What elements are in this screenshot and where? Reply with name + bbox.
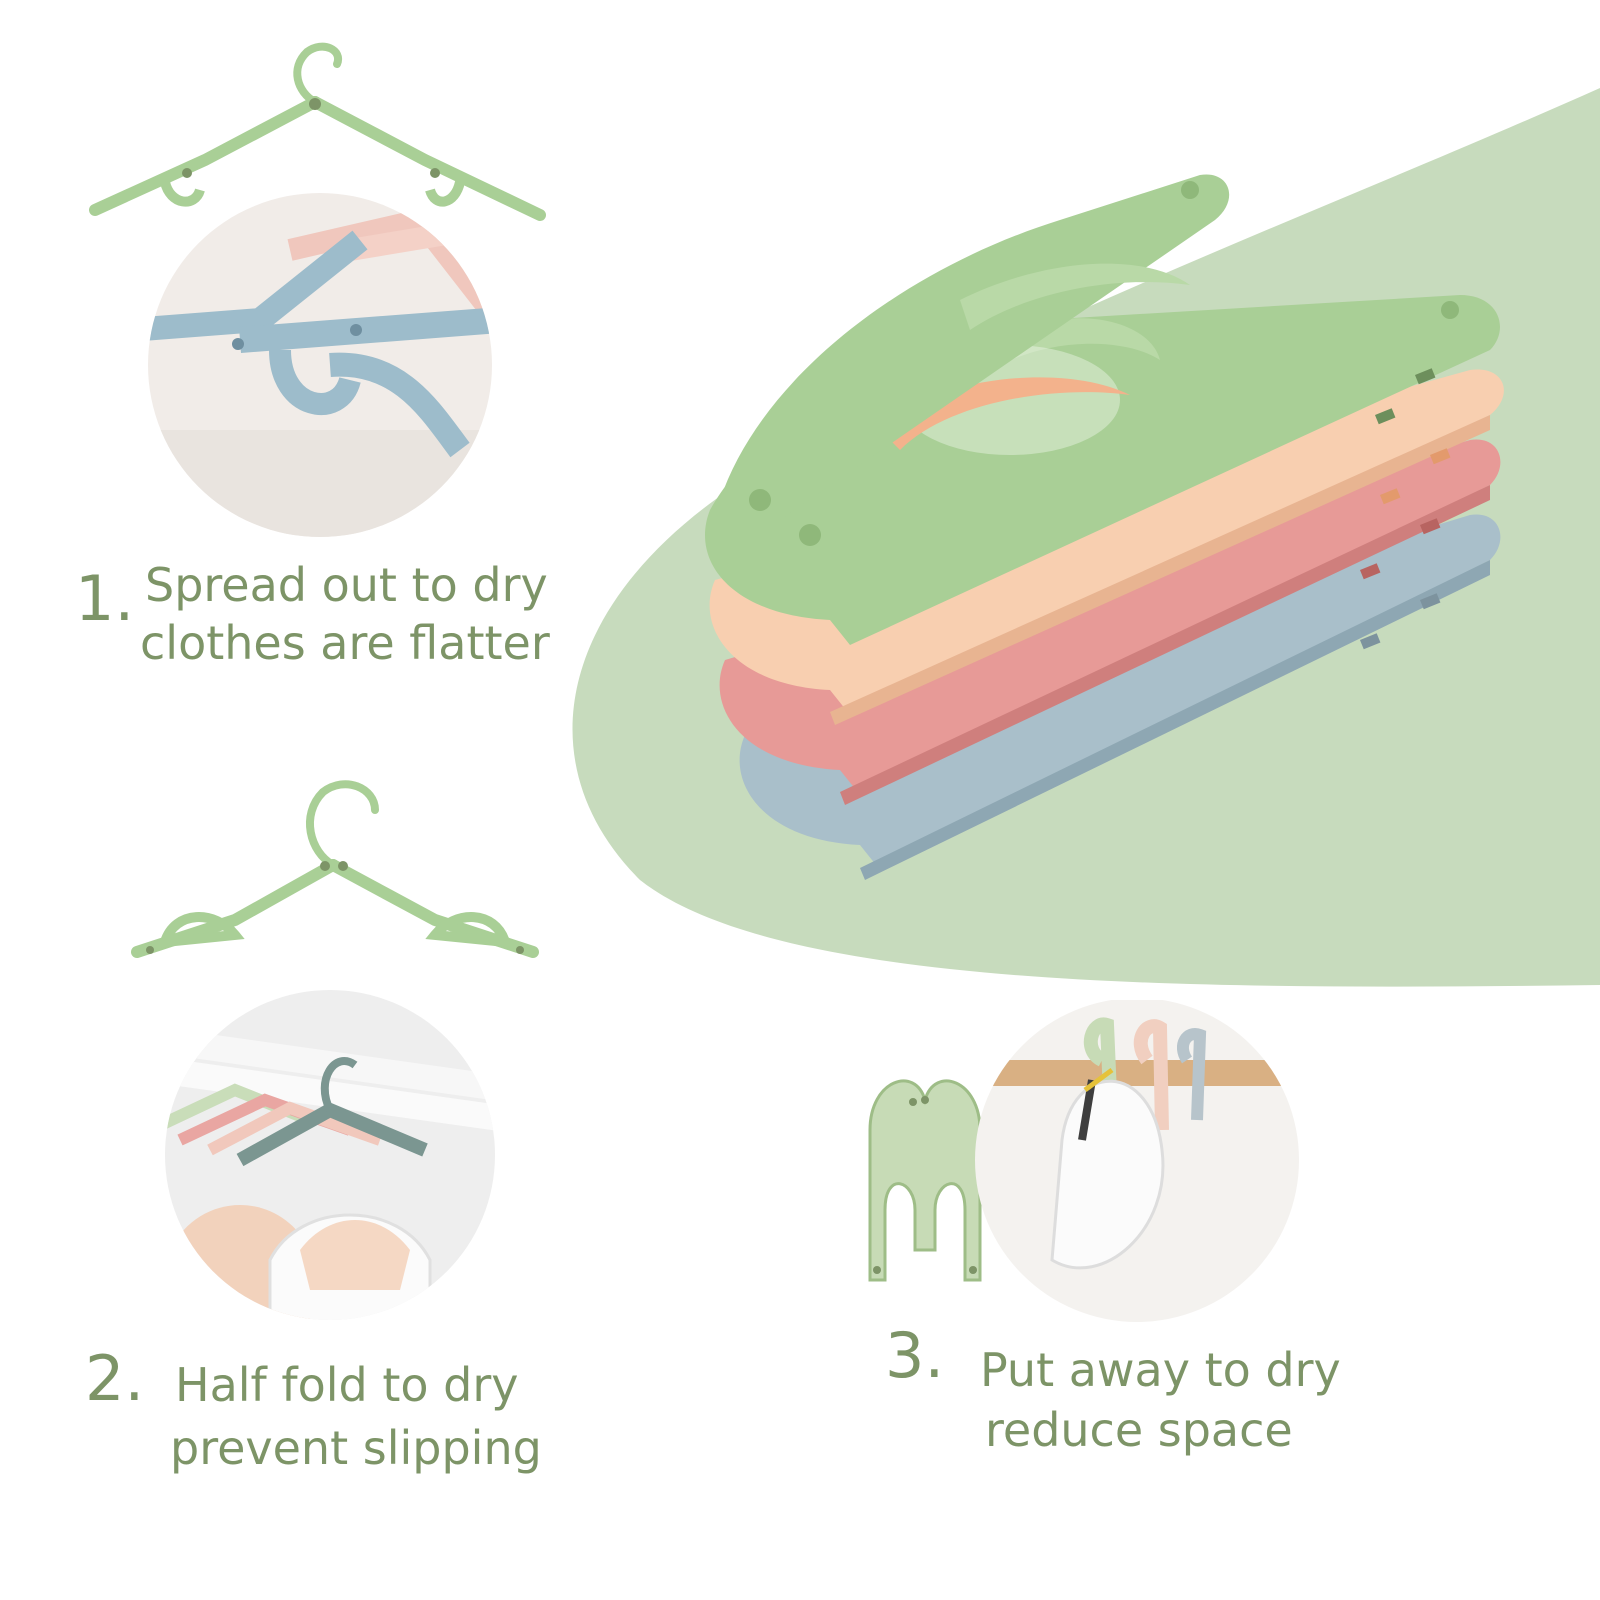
hanger-peach bbox=[709, 369, 1504, 715]
step2-caption: 2. Half fold to dry prevent slipping bbox=[85, 1348, 585, 1488]
step1-number: 1. bbox=[75, 562, 135, 635]
step3-line1: Put away to dry bbox=[980, 1343, 1341, 1397]
step2-line1: Half fold to dry bbox=[175, 1358, 519, 1412]
step3-photo-circle bbox=[975, 1000, 1299, 1322]
step3-line2: reduce space bbox=[985, 1403, 1293, 1457]
step2-photo-circle bbox=[165, 990, 495, 1320]
spread-hanger-icon bbox=[89, 42, 546, 221]
folded-hanger-icon bbox=[868, 1079, 982, 1282]
step3-caption: 3. Put away to dry reduce space bbox=[885, 1325, 1385, 1465]
step1-caption: 1. Spread out to dry clothes are flatter bbox=[75, 560, 575, 690]
hanger-blue bbox=[739, 514, 1501, 870]
hanger-pink bbox=[719, 439, 1501, 795]
half-fold-hanger-icon bbox=[131, 780, 539, 958]
stacked-hangers-illustration bbox=[705, 174, 1504, 880]
step1-line1: Spread out to dry bbox=[145, 558, 548, 612]
step3-number: 3. bbox=[885, 1319, 945, 1392]
step2-number: 2. bbox=[85, 1342, 145, 1415]
step1-line2: clothes are flatter bbox=[140, 616, 550, 670]
step2-line2: prevent slipping bbox=[170, 1421, 542, 1475]
step1-photo-circle bbox=[148, 193, 492, 537]
